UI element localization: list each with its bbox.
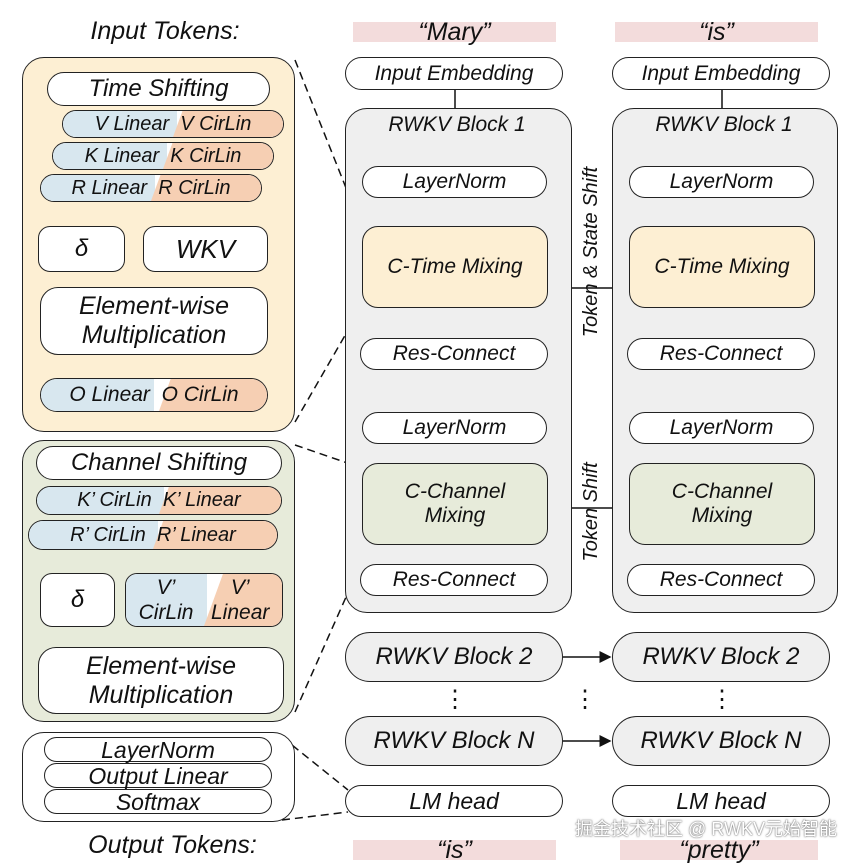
k-linear-cirlin: K Linear K CirLin [52, 142, 274, 170]
rwkv-block-n-col1: RWKV Block N [345, 716, 563, 766]
r-prime-linear-label: R’ Linear [156, 523, 236, 546]
time-shifting: Time Shifting [47, 72, 270, 106]
ccm-line1: C-Channel [671, 480, 773, 503]
r-prime-cirlin-linear: R’ CirLin R’ Linear [28, 520, 278, 550]
layernorm-1a: LayerNorm [362, 166, 547, 198]
layernorm-2b: LayerNorm [629, 412, 814, 444]
k-cirlin-label: K CirLin [170, 144, 242, 167]
k-linear-label: K Linear [84, 144, 160, 167]
res-connect-2b: Res-Connect [627, 564, 815, 596]
mult-line2: Multiplication [81, 321, 227, 349]
r-linear-cirlin: R Linear R CirLin [40, 174, 262, 202]
ccm-line2: Mixing [424, 504, 486, 527]
rwkv-block-2-col1: RWKV Block 2 [345, 632, 563, 682]
mult-line2: Multiplication [88, 680, 234, 709]
v-prime-cirlin-label: CirLin [138, 601, 194, 624]
delta-box-channel: δ [40, 573, 115, 627]
channel-shifting: Channel Shifting [36, 446, 282, 480]
r-prime-cirlin-label: R’ CirLin [70, 523, 146, 546]
watermark: 掘金技术社区 @ RWKV元始智能 [575, 819, 837, 839]
output-token-1: “is” [353, 838, 556, 863]
r-cirlin-label: R CirLin [158, 176, 231, 199]
dots-1: ⋮ [443, 685, 467, 713]
layernorm-2a: LayerNorm [629, 166, 814, 198]
k-prime-cirlin-label: K’ CirLin [77, 489, 152, 511]
lm-head-1: LM head [345, 785, 563, 817]
v-prime-cirlin: V’CirLin [139, 575, 194, 625]
res-connect-2a: Res-Connect [627, 338, 815, 370]
input-tokens-title: Input Tokens: [90, 16, 240, 45]
input-token-2: “is” [615, 20, 818, 45]
r-linear-label: R Linear [71, 176, 148, 199]
k-prime-linear-label: K’ Linear [162, 489, 241, 511]
res-connect-1a: Res-Connect [360, 338, 548, 370]
o-linear-label: O Linear [69, 383, 150, 406]
delta-box: δ [38, 226, 125, 272]
layernorm-1b: LayerNorm [362, 412, 547, 444]
head-softmax: Softmax [44, 789, 272, 814]
rwkv-block-2-col2: RWKV Block 2 [612, 632, 830, 682]
v-prime-box: V’CirLin V’Linear [125, 573, 283, 627]
c-time-mixing-1: C-Time Mixing [362, 226, 548, 308]
mult-line1: Element-wise [85, 651, 237, 680]
ccm-line2: Mixing [691, 504, 753, 527]
v-prime-linear: V’Linear [211, 575, 269, 625]
rwkv-block-1-title-2: RWKV Block 1 [655, 113, 793, 136]
rwkv-block-1-title: RWKV Block 1 [388, 113, 526, 136]
c-time-mixing-2: C-Time Mixing [629, 226, 815, 308]
dots-mid: ⋮ [573, 685, 597, 713]
token-shift-label: Token Shift [580, 462, 602, 562]
v-linear-label: V Linear [94, 112, 170, 135]
rwkv-block-n-col2: RWKV Block N [612, 716, 830, 766]
lm-head-2: LM head [612, 785, 830, 817]
k-prime-cirlin-linear: K’ CirLin K’ Linear [36, 486, 282, 515]
token-state-shift-label: Token & State Shift [580, 166, 602, 338]
input-embedding-2: Input Embedding [612, 57, 830, 90]
res-connect-1b: Res-Connect [360, 564, 548, 596]
head-output-linear: Output Linear [44, 763, 272, 788]
input-token-1: “Mary” [353, 20, 556, 45]
v-prime-label-2: V’ [230, 576, 250, 599]
ccm-line1: C-Channel [404, 480, 506, 503]
dots-2: ⋮ [710, 685, 734, 713]
output-token-2: “pretty” [620, 838, 818, 863]
v-prime-linear-label: Linear [210, 601, 270, 624]
input-embedding-1: Input Embedding [345, 57, 563, 90]
v-linear-cirlin: V Linear V CirLin [62, 110, 284, 138]
v-cirlin-label: V CirLin [180, 112, 252, 135]
output-tokens-title: Output Tokens: [88, 830, 257, 859]
wkv-box: WKV [143, 226, 268, 272]
o-linear-cirlin: O Linear O CirLin [40, 378, 268, 412]
o-cirlin-label: O CirLin [161, 383, 239, 406]
mult-line1: Element-wise [78, 292, 230, 320]
head-layernorm: LayerNorm [44, 737, 272, 762]
v-prime-label-1: V’ [156, 576, 176, 599]
